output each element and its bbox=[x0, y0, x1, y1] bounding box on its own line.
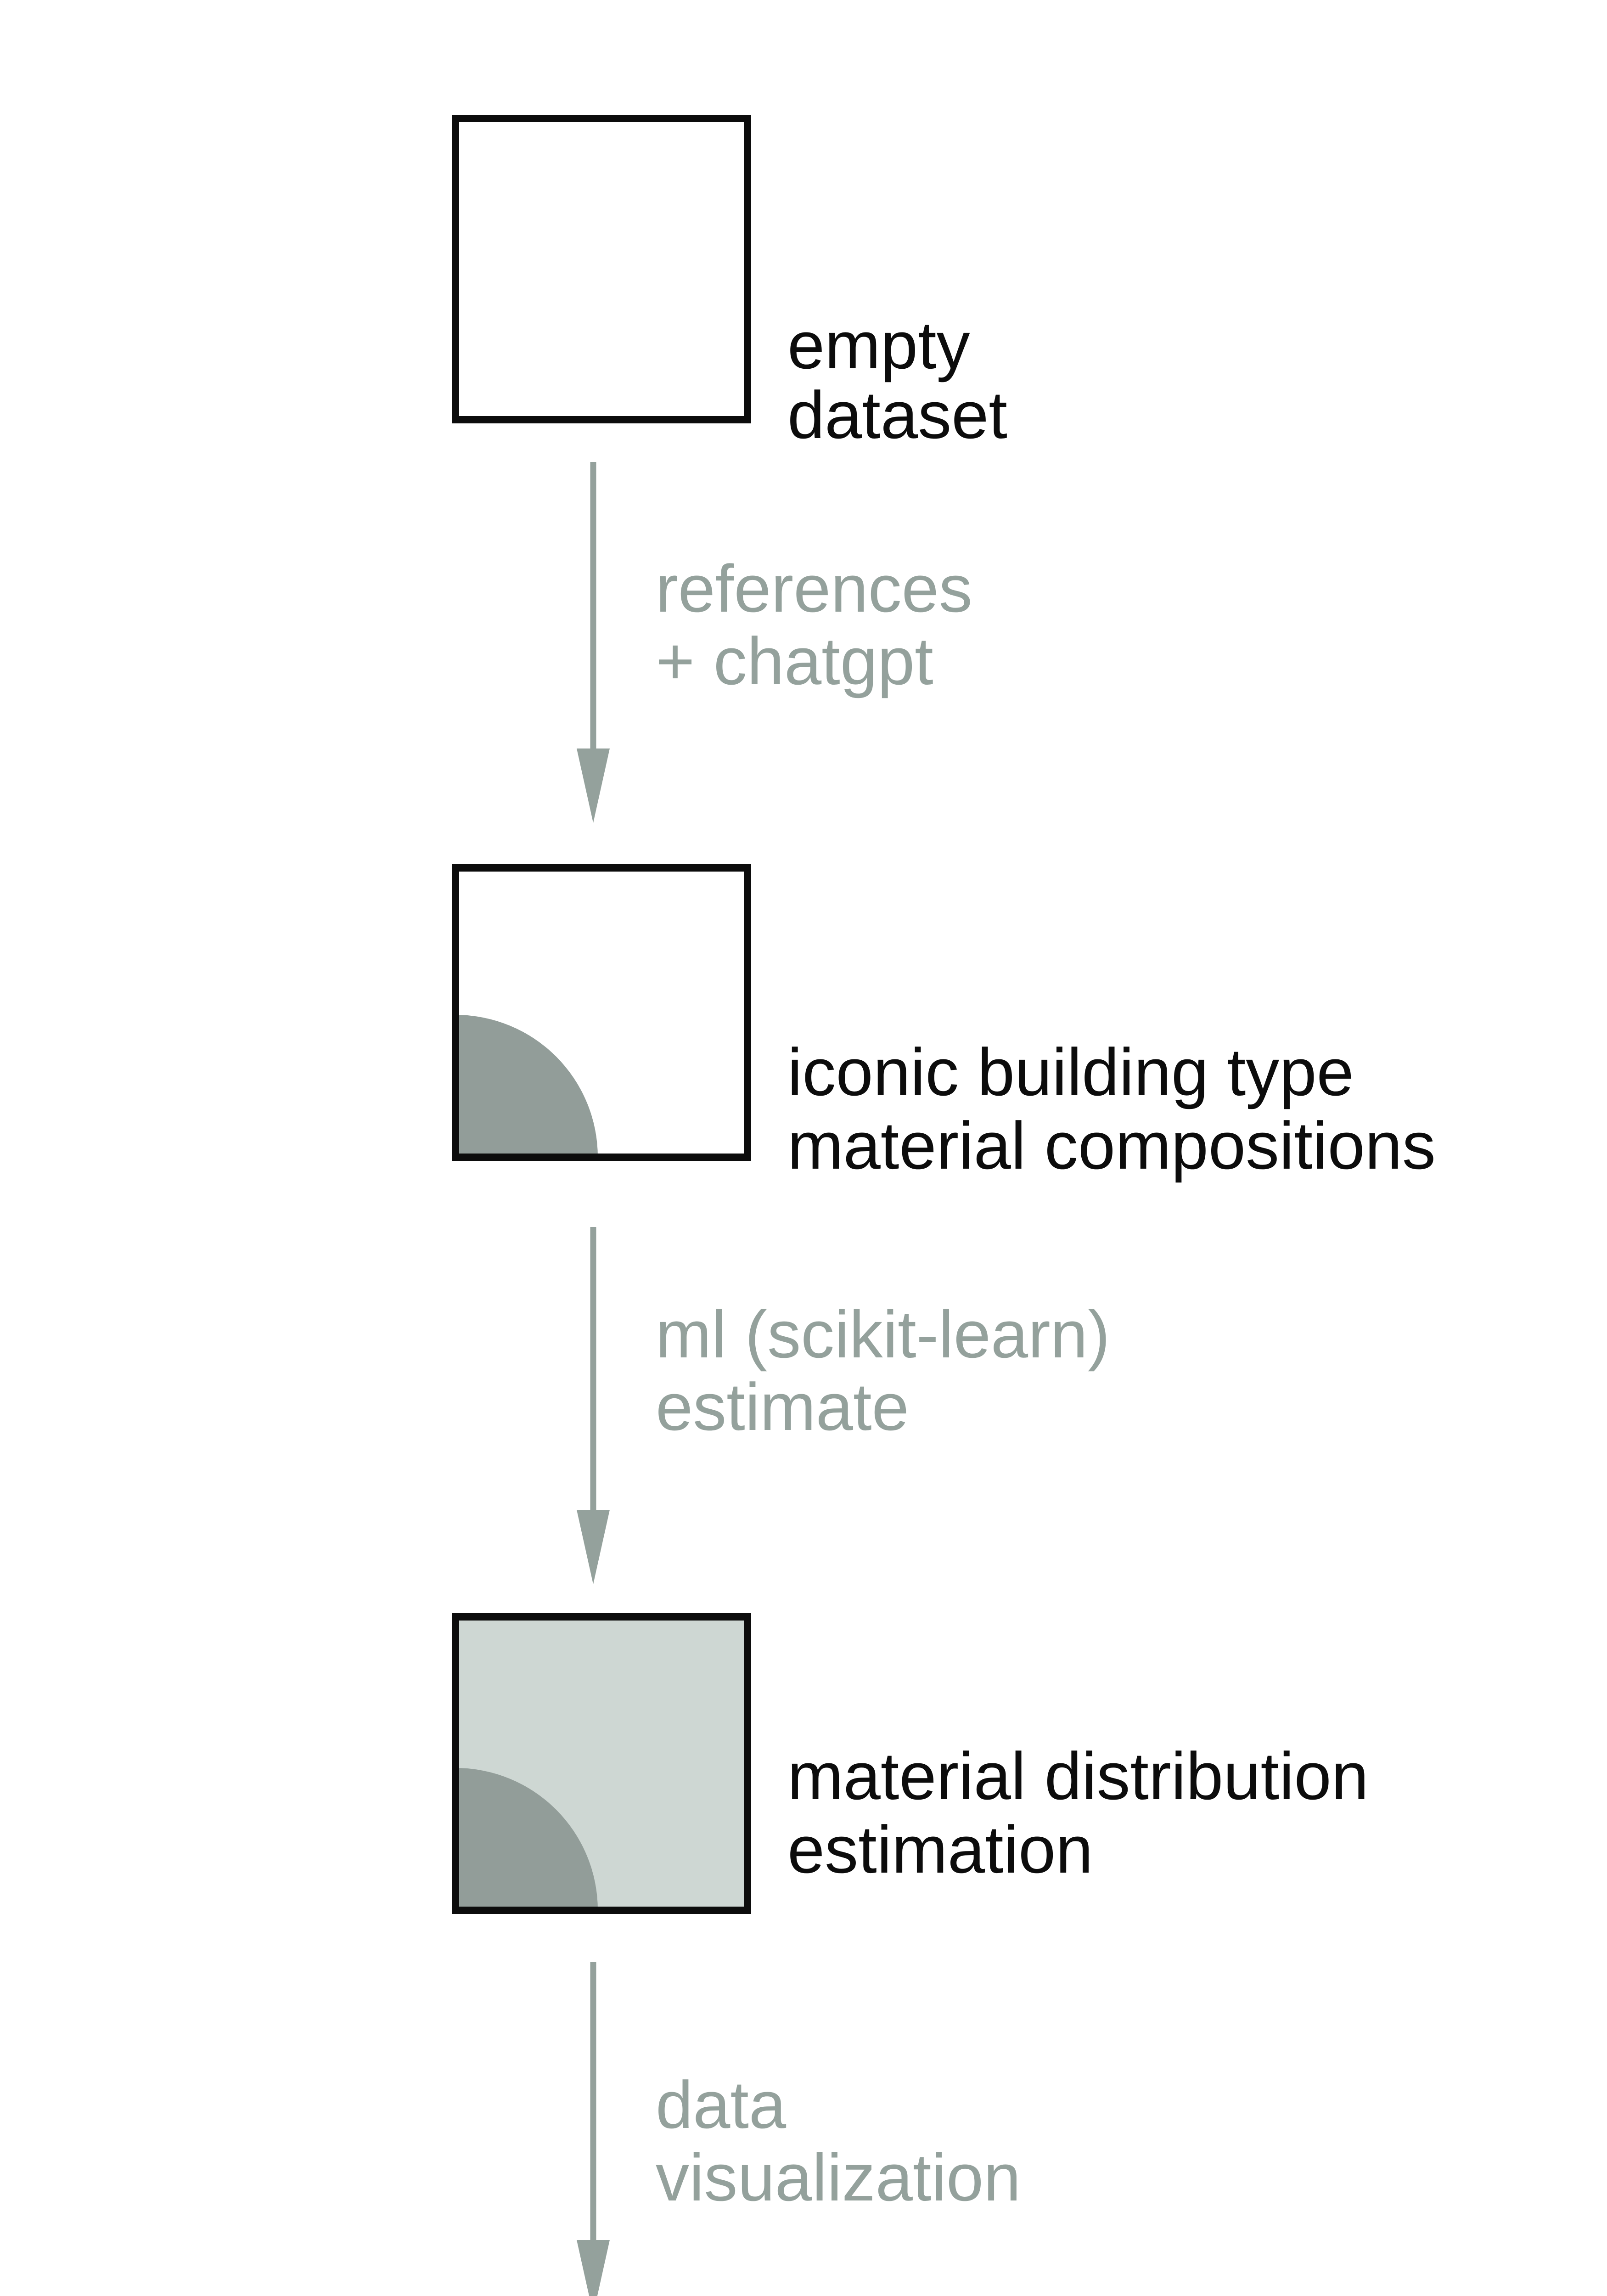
arrow-label: data bbox=[656, 2067, 787, 2142]
arrow-label: ml (scikit-learn) bbox=[656, 1297, 1110, 1372]
quarter-circle-icon bbox=[455, 1015, 598, 1157]
arrow-label: estimate bbox=[656, 1369, 909, 1444]
square-border bbox=[452, 864, 751, 1161]
node-label: material compositions bbox=[787, 1108, 1436, 1183]
arrow-label: visualization bbox=[656, 2140, 1021, 2215]
square-border bbox=[452, 1613, 751, 1914]
flow-arrow-ml-estimate: ml (scikit-learn) estimate bbox=[577, 1227, 1110, 1584]
arrow-down-icon bbox=[577, 748, 610, 823]
arrow-label: references bbox=[656, 551, 972, 626]
arrow-down-icon bbox=[577, 1510, 610, 1584]
node-material-distribution: material distribution estimation bbox=[452, 1613, 1369, 1914]
flow-arrow-data-visualization: data visualization bbox=[577, 1962, 1021, 2296]
node-iconic-building-type: iconic building type material compositio… bbox=[452, 864, 1436, 1183]
empty-square-icon bbox=[452, 115, 751, 423]
arrow-down-icon bbox=[577, 2240, 610, 2296]
node-label: estimation bbox=[787, 1812, 1093, 1887]
node-label: material distribution bbox=[787, 1739, 1369, 1813]
node-label: dataset bbox=[787, 377, 1007, 452]
arrow-label: + chatgpt bbox=[656, 624, 933, 698]
node-label: iconic building type bbox=[787, 1035, 1354, 1109]
node-label: empty bbox=[787, 308, 970, 383]
node-empty-dataset: empty dataset bbox=[452, 115, 1007, 452]
quarter-circle-icon bbox=[455, 1768, 598, 1910]
flow-arrow-references: references + chatgpt bbox=[577, 462, 972, 823]
